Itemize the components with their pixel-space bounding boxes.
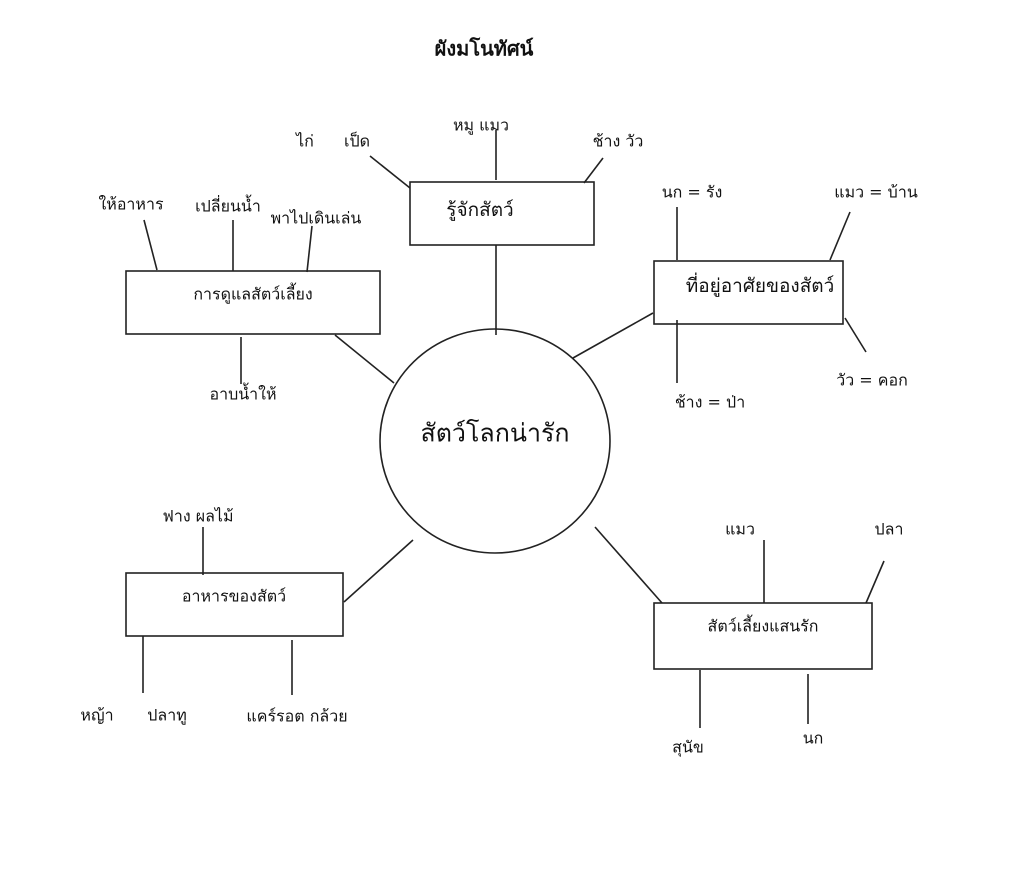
branch-label-food: อาหารของสัตว์ bbox=[182, 587, 286, 606]
branch-label-pets: สัตว์เลี้ยงแสนรัก bbox=[708, 615, 819, 636]
branch-box-pets bbox=[653, 602, 873, 670]
leaf-label: อาบน้ำให้ bbox=[209, 383, 276, 404]
branch-box-care bbox=[125, 270, 381, 335]
connector-food bbox=[343, 539, 414, 603]
branch-box-food bbox=[125, 572, 344, 637]
leaf-label: วัว = คอก bbox=[836, 371, 908, 390]
branch-label-know: รู้จักสัตว์ bbox=[446, 199, 513, 221]
leaf-label: พาไปเดินเล่น bbox=[271, 209, 362, 228]
leaf-label: ให้อาหาร bbox=[98, 195, 163, 214]
leaf-label: ช้าง = ป่า bbox=[675, 393, 745, 412]
leaf-line bbox=[865, 560, 885, 604]
connector-care bbox=[334, 334, 395, 384]
leaf-label: แคร์รอต กล้วย bbox=[246, 707, 347, 726]
leaf-line bbox=[369, 155, 411, 189]
leaf-label: นก = รัง bbox=[662, 183, 723, 202]
leaf-line bbox=[844, 317, 867, 353]
leaf-label: ไก่ bbox=[294, 132, 314, 151]
branch-box-habitat bbox=[653, 260, 844, 325]
leaf-label: หญ้า bbox=[80, 706, 113, 725]
leaf-label: ช้าง วัว bbox=[593, 132, 644, 151]
leaf-label: แมว bbox=[725, 520, 755, 539]
diagram-title: ผังมโนทัศน์ bbox=[435, 37, 534, 61]
leaf-label: ปลา bbox=[875, 520, 904, 539]
leaf-label: ฟาง ผลไม้ bbox=[163, 507, 234, 526]
leaf-line bbox=[306, 225, 313, 273]
leaf-label: สุนัข bbox=[672, 738, 704, 758]
branch-label-habitat: ที่อยู่อาศัยของสัตว์ bbox=[686, 272, 835, 297]
leaf-label: ปลาทู bbox=[147, 706, 187, 726]
branch-label-care: การดูแลสัตว์เลี้ยง bbox=[193, 283, 312, 305]
leaf-line bbox=[829, 211, 851, 261]
leaf-line bbox=[143, 219, 158, 271]
center-node-circle bbox=[379, 328, 611, 554]
leaf-label: แมว = บ้าน bbox=[834, 183, 918, 202]
leaf-label: หมู แมว bbox=[453, 116, 509, 136]
leaf-label: เปลี่ยนน้ำ bbox=[195, 195, 261, 216]
leaf-line bbox=[583, 157, 604, 184]
center-node-label: สัตว์โลกน่ารัก bbox=[420, 419, 569, 448]
leaf-label: เป็ด bbox=[344, 131, 370, 151]
connector-habitat bbox=[572, 312, 654, 359]
leaf-label: นก bbox=[803, 729, 824, 748]
connector-pets bbox=[594, 526, 663, 604]
branch-box-know bbox=[409, 181, 595, 246]
